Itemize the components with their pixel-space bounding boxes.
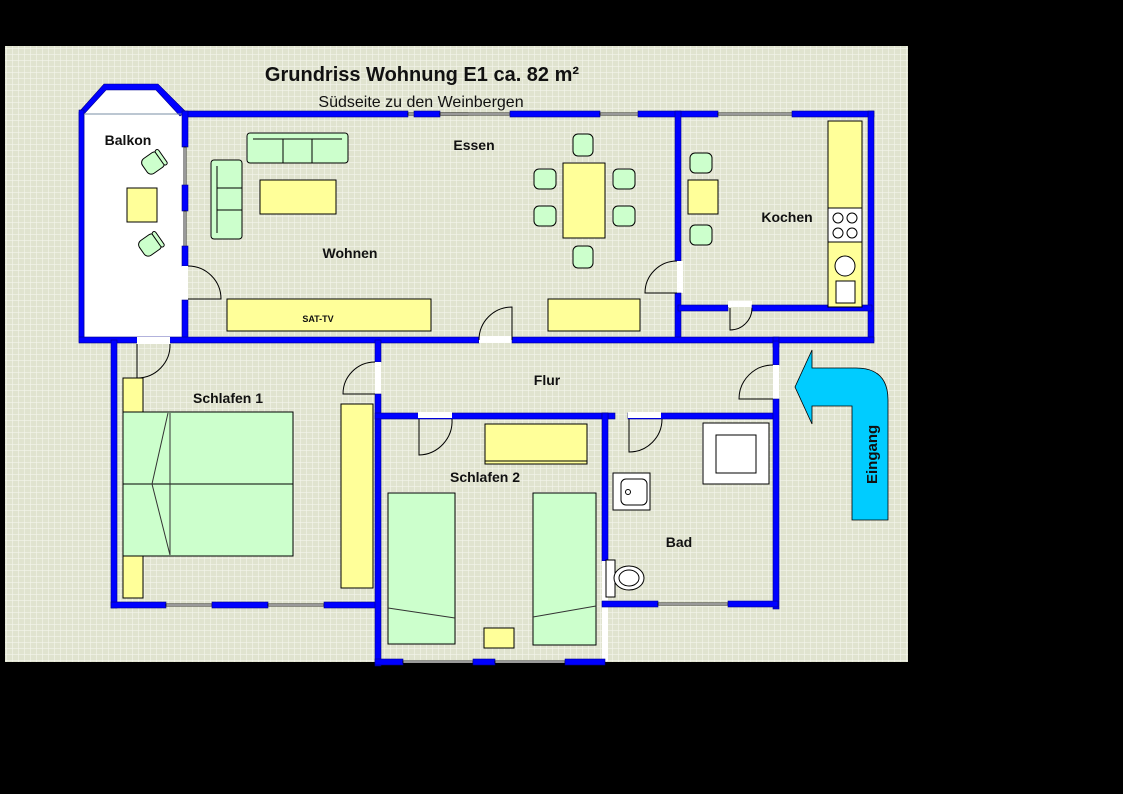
balcony: [78, 83, 187, 343]
room-label-essen: Essen: [453, 137, 494, 153]
chair: [689, 224, 713, 246]
tv-cabinet: [226, 298, 432, 332]
fridge: [835, 280, 856, 304]
sideboard: [547, 298, 641, 332]
living-room-furniture: SAT-TV: [210, 132, 641, 332]
chair: [533, 205, 557, 227]
bedroom2-furniture: [387, 423, 597, 649]
room-label-schlafen-2: Schlafen 2: [450, 469, 520, 485]
bedroom1-furniture: [122, 377, 374, 599]
room-label-balkon: Balkon: [105, 132, 152, 148]
balcony-chair: [138, 231, 165, 257]
room-label-bad: Bad: [666, 534, 692, 550]
sink: [834, 255, 856, 277]
tv-label: SAT-TV: [302, 314, 333, 324]
room-label-wohnen: Wohnen: [323, 245, 378, 261]
balcony-chair: [141, 149, 168, 175]
chair: [572, 245, 594, 269]
single-bed: [532, 492, 597, 646]
entrance-arrow: Eingang: [794, 349, 889, 521]
chair: [612, 168, 636, 190]
room-label-flur: Flur: [534, 372, 561, 388]
sofa: [246, 132, 349, 164]
desk: [484, 423, 588, 465]
plan-title: Grundriss Wohnung E1 ca. 82 m²: [265, 64, 579, 86]
walls: [78, 110, 875, 667]
chair: [689, 152, 713, 174]
room-label-kochen: Kochen: [761, 209, 812, 225]
wardrobe: [340, 403, 374, 589]
chair: [612, 205, 636, 227]
single-bed: [387, 492, 456, 645]
plan-subtitle: Südseite zu den Weinbergen: [318, 94, 523, 111]
room-label-schlafen-1: Schlafen 1: [193, 390, 263, 406]
entrance-label: Eingang: [864, 425, 881, 484]
dining-table: [562, 162, 606, 239]
stove: [827, 207, 863, 243]
kitchen-furniture: [687, 120, 863, 308]
nightstand: [483, 627, 515, 649]
bathroom-furniture: [605, 422, 770, 598]
chair: [533, 168, 557, 190]
kitchen-table: [687, 179, 719, 215]
sofa: [210, 159, 243, 240]
coffee-table: [259, 179, 337, 215]
balcony-table: [126, 187, 158, 223]
dining-furniture: [533, 133, 636, 269]
chair: [572, 133, 594, 157]
